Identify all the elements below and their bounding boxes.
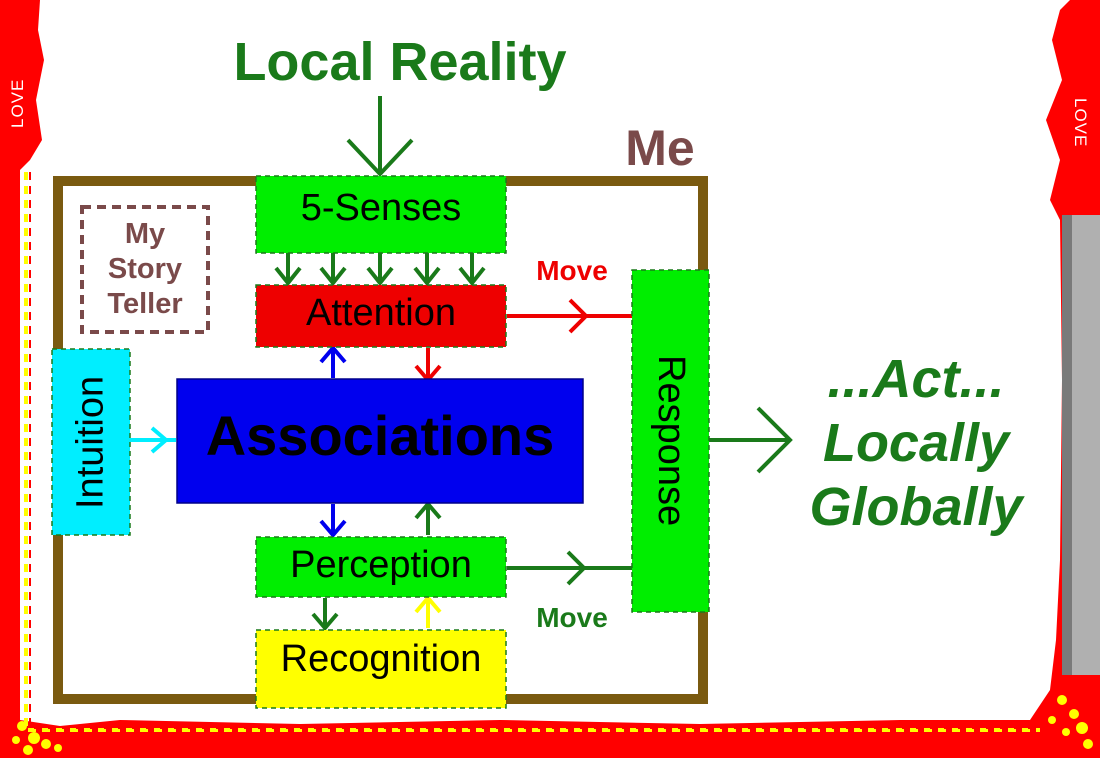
attention-label: Attention <box>306 291 456 334</box>
node-perception <box>255 536 507 598</box>
arrow-associations-perception <box>319 504 347 539</box>
story-teller-label: My Story Teller <box>107 218 183 320</box>
node-senses <box>255 175 507 254</box>
love-label-right: LOVE <box>1071 98 1090 148</box>
yellow-dots-right <box>1048 695 1093 749</box>
arrow-attention-response <box>507 298 632 334</box>
senses-label: 5-Senses <box>300 186 462 229</box>
arrow-associations-attention <box>319 344 347 378</box>
node-response <box>631 269 710 613</box>
yellow-dots-left <box>12 721 62 755</box>
arrow-reality-senses <box>346 96 414 177</box>
node-intuition <box>51 348 131 536</box>
outcome-line3: Globally <box>809 477 1023 537</box>
move-label-top: Move <box>536 255 608 286</box>
arrows-senses-attention <box>274 253 486 287</box>
arrow-perception-associations <box>414 500 442 535</box>
arrow-response-outcome <box>709 406 793 474</box>
intuition-label: Intuition <box>69 375 112 509</box>
red-dashed-inner <box>29 172 1040 729</box>
node-recognition <box>255 629 507 709</box>
outcome-line1: ...Act... <box>827 349 1005 409</box>
right-bar-shade <box>1062 215 1072 675</box>
arrow-perception-response <box>507 550 632 586</box>
node-associations <box>176 378 584 504</box>
outcome-line2: Locally <box>822 413 1010 473</box>
arrows <box>130 96 793 632</box>
node-attention <box>255 284 507 348</box>
arrow-attention-associations <box>414 348 442 384</box>
arrow-intuition-associations <box>130 426 176 454</box>
recognition-label: Recognition <box>280 637 482 680</box>
arrow-recognition-perception <box>414 594 442 628</box>
response-label: Response <box>650 355 692 527</box>
yellow-dashed-border <box>24 172 1040 732</box>
move-label-bottom: Move <box>536 602 608 633</box>
title-local-reality: Local Reality <box>233 32 567 92</box>
story-teller-box <box>80 205 210 334</box>
love-label-left: LOVE <box>8 78 27 128</box>
associations-label: Associations <box>205 403 555 467</box>
arrow-perception-recognition <box>311 598 339 632</box>
perception-label: Perception <box>290 543 472 586</box>
label-me: Me <box>625 120 695 176</box>
